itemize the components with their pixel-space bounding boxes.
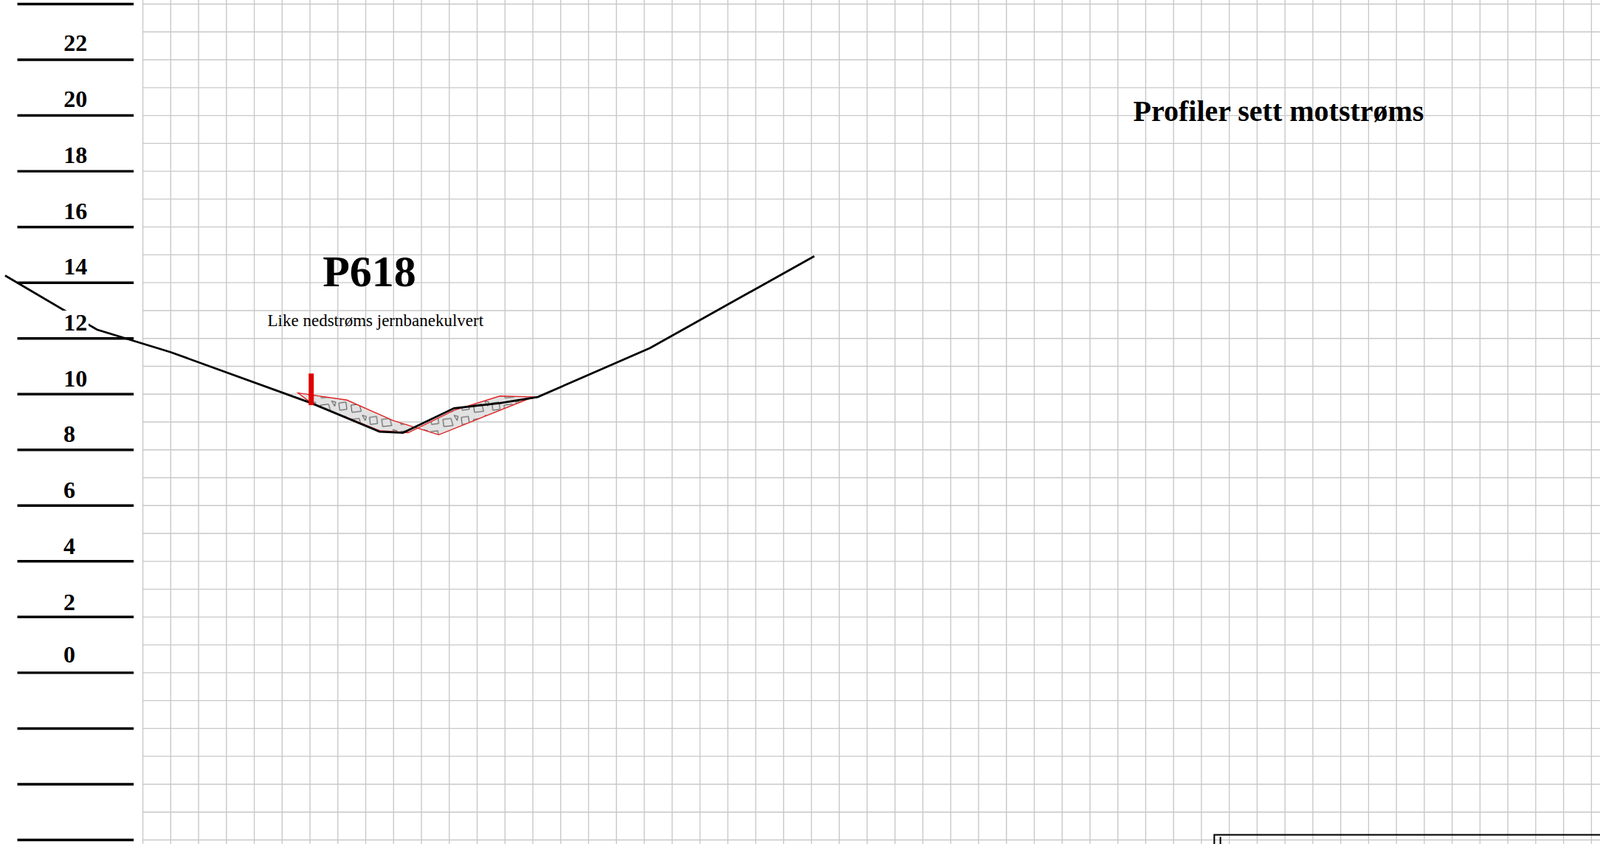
axis-tick [17, 225, 135, 229]
grid-line [143, 588, 1600, 590]
grid-line [143, 338, 1600, 339]
title-block [1214, 835, 1600, 844]
axis-tick [17, 616, 135, 619]
axis-value: 16 [63, 199, 88, 223]
grid [143, 0, 1600, 844]
grid-line [143, 505, 1600, 507]
grid-line [143, 811, 1600, 813]
axis-tick [17, 169, 135, 172]
axis-tick [17, 839, 135, 842]
grid-line [143, 143, 1600, 144]
axis-value: 4 [63, 534, 76, 558]
grid-line [143, 87, 1600, 88]
grid-line [143, 198, 1600, 200]
axis-tick [17, 58, 135, 61]
axis-value: 2 [63, 590, 76, 615]
grid-line [143, 309, 1600, 311]
axis-value: 20 [63, 87, 88, 111]
axis-value: 6 [63, 478, 76, 502]
grid-line [143, 3, 1600, 5]
grid-line [143, 783, 1600, 785]
axis-tick [17, 2, 135, 6]
grid-line [143, 616, 1600, 618]
axis-value: 0 [63, 642, 76, 667]
drawing-title: Profiler sett motstrøms [1132, 96, 1424, 127]
axis-value: 22 [63, 30, 88, 55]
grid-line [143, 644, 1600, 646]
axis-tick [17, 560, 135, 563]
axis-value: 14 [63, 254, 88, 279]
axis-value: 12 [61, 310, 89, 335]
axis-value: 8 [63, 422, 76, 446]
grid-line [143, 532, 1600, 534]
axis-tick [17, 114, 135, 117]
grid-line [143, 728, 1600, 730]
grid-line [143, 226, 1600, 228]
grid-line [143, 839, 1600, 841]
grid-line [143, 59, 1600, 60]
profile-note: Like nedstrøms jernbanekulvert [267, 312, 485, 330]
axis-tick [17, 783, 135, 786]
grid-line [143, 366, 1600, 367]
riprap-fill [298, 393, 539, 436]
profile-id: P618 [322, 249, 417, 294]
grid-line [143, 700, 1600, 702]
axis-tick [17, 727, 135, 730]
water-level-mark [308, 373, 314, 406]
grid-line [143, 560, 1600, 562]
grid-line [143, 755, 1600, 757]
axis-tick [17, 337, 135, 340]
axis-tick [17, 448, 135, 451]
axis-value: 18 [63, 143, 88, 167]
grid-line [143, 170, 1600, 172]
axis-tick [17, 671, 135, 674]
axis-tick [17, 504, 135, 508]
title-block-mark [1219, 836, 1222, 844]
grid-line [143, 449, 1600, 451]
grid-line [143, 394, 1600, 395]
axis-value: 10 [63, 366, 88, 391]
axis-tick [17, 281, 135, 284]
axis-ticks [17, 4, 135, 841]
grid-line [143, 31, 1600, 33]
axis-tick [17, 393, 135, 396]
grid-line [143, 477, 1600, 479]
grid-line [143, 672, 1600, 674]
